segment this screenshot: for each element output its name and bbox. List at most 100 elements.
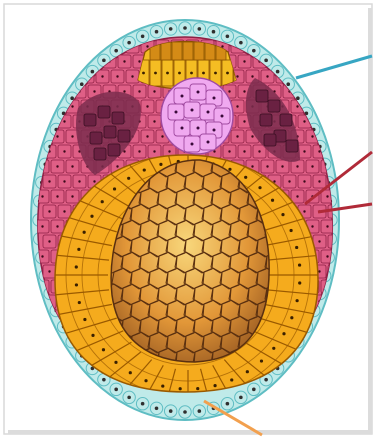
pink-cell-nucleus xyxy=(288,180,290,182)
pink-cell-nucleus xyxy=(221,45,223,47)
pink-cell-nucleus xyxy=(138,90,140,92)
outer-cell-nucleus xyxy=(114,49,118,53)
cavity-cell xyxy=(90,132,102,144)
outer-cell-nucleus xyxy=(70,96,74,100)
pink-cell-nucleus xyxy=(236,105,238,107)
cap-cell-nucleus xyxy=(142,72,145,75)
cavity-cell xyxy=(118,130,130,142)
pink-cell-nucleus xyxy=(213,150,215,152)
frame-shadow-bottom xyxy=(8,430,372,434)
pink-cell-nucleus xyxy=(326,255,328,257)
cavity-cell xyxy=(94,148,106,160)
outer-cell-nucleus xyxy=(169,27,173,31)
yolk-cell-nucleus xyxy=(159,163,162,166)
yolk-cell-nucleus xyxy=(295,246,298,249)
yolk-cell-nucleus xyxy=(75,283,78,286)
pink-cell-nucleus xyxy=(138,60,140,62)
pink-cell-nucleus xyxy=(243,60,245,62)
yolk-cell-nucleus xyxy=(101,200,104,203)
pink-cell-nucleus xyxy=(153,90,155,92)
outer-cell-nucleus xyxy=(155,30,159,34)
yolk-cell-nucleus xyxy=(290,316,293,319)
pink-cell-nucleus xyxy=(303,180,305,182)
yolk-cell-nucleus xyxy=(296,299,299,302)
pink-cell-nucleus xyxy=(326,195,328,197)
pink-cell-nucleus xyxy=(63,120,65,122)
pink-cell-nucleus xyxy=(146,105,148,107)
pink-cell-nucleus xyxy=(243,150,245,152)
pink-cell-nucleus xyxy=(41,255,43,257)
outer-cell-nucleus xyxy=(239,396,243,400)
pink-cell-nucleus xyxy=(168,150,170,152)
pink-cell-nucleus xyxy=(138,150,140,152)
inner-cluster-nucleus xyxy=(213,129,216,132)
pink-cell-nucleus xyxy=(281,165,283,167)
pink-cell-nucleus xyxy=(56,225,58,227)
pink-cell-nucleus xyxy=(243,90,245,92)
pink-cell-nucleus xyxy=(48,240,50,242)
pink-cell-nucleus xyxy=(71,105,73,107)
cap-cell-nucleus xyxy=(190,72,193,75)
pink-cell-nucleus xyxy=(63,180,65,182)
yolk-cell-nucleus xyxy=(144,379,147,382)
yolk-cell-nucleus xyxy=(298,281,301,284)
inner-cluster-nucleus xyxy=(221,115,224,118)
outer-cell-nucleus xyxy=(102,378,106,382)
yolk-cell-nucleus xyxy=(290,229,293,232)
pink-cell-nucleus xyxy=(63,150,65,152)
yolk-cell-nucleus xyxy=(196,387,199,390)
yolk-cell-nucleus xyxy=(282,332,285,335)
pink-cell-nucleus xyxy=(303,150,305,152)
pink-cell-nucleus xyxy=(296,195,298,197)
pink-cell-nucleus xyxy=(303,120,305,122)
outer-cell-nucleus xyxy=(91,70,95,74)
pink-cell-nucleus xyxy=(146,135,148,137)
pink-cell-nucleus xyxy=(161,135,163,137)
cap-cell-nucleus xyxy=(214,72,217,75)
pink-cell-nucleus xyxy=(311,165,313,167)
pink-cell-nucleus xyxy=(71,165,73,167)
cavity-cell xyxy=(264,134,276,146)
cap-cell-nucleus xyxy=(166,72,169,75)
yolk-cell-nucleus xyxy=(127,177,130,180)
pink-cell-nucleus xyxy=(296,105,298,107)
pink-cell-nucleus xyxy=(243,120,245,122)
outer-cell-nucleus xyxy=(80,82,84,86)
cap-cell-upper xyxy=(183,42,193,60)
yolk-cell-nucleus xyxy=(75,265,78,268)
pink-cell-nucleus xyxy=(56,165,58,167)
pink-cell-nucleus xyxy=(123,90,125,92)
outer-cell-nucleus xyxy=(183,26,187,30)
frame-shadow-right xyxy=(368,8,372,434)
yolk-cell-nucleus xyxy=(271,199,274,202)
pink-cell-nucleus xyxy=(251,75,253,77)
outer-cell-nucleus xyxy=(127,41,131,45)
inner-cluster-nucleus xyxy=(197,127,200,130)
yolk-cell-nucleus xyxy=(113,187,116,190)
outer-cell-nucleus xyxy=(141,34,145,38)
yolk-cell-nucleus xyxy=(114,361,117,364)
cavity-cell xyxy=(104,126,116,138)
outer-cell-nucleus xyxy=(198,409,202,413)
inner-cluster-nucleus xyxy=(213,97,216,100)
outer-cell-nucleus xyxy=(264,59,268,63)
cap-cell-nucleus xyxy=(226,72,229,75)
cavity-cell xyxy=(280,114,292,126)
yolk-cell-nucleus xyxy=(179,387,182,390)
inner-cluster-nucleus xyxy=(207,141,210,144)
pink-cell-nucleus xyxy=(146,45,148,47)
pink-cell-nucleus xyxy=(311,135,313,137)
outer-cell-nucleus xyxy=(252,388,256,392)
yolk-cell-nucleus xyxy=(78,301,81,304)
pink-cell-nucleus xyxy=(251,165,253,167)
pink-cell-nucleus xyxy=(93,180,95,182)
pink-cell-nucleus xyxy=(48,210,50,212)
pink-cell-nucleus xyxy=(78,180,80,182)
pink-cell-nucleus xyxy=(296,165,298,167)
outer-cell-nucleus xyxy=(212,30,216,34)
outer-cell-nucleus xyxy=(127,396,131,400)
pink-cell-nucleus xyxy=(318,240,320,242)
yolk-cell-nucleus xyxy=(77,248,80,251)
pink-cell-nucleus xyxy=(63,210,65,212)
